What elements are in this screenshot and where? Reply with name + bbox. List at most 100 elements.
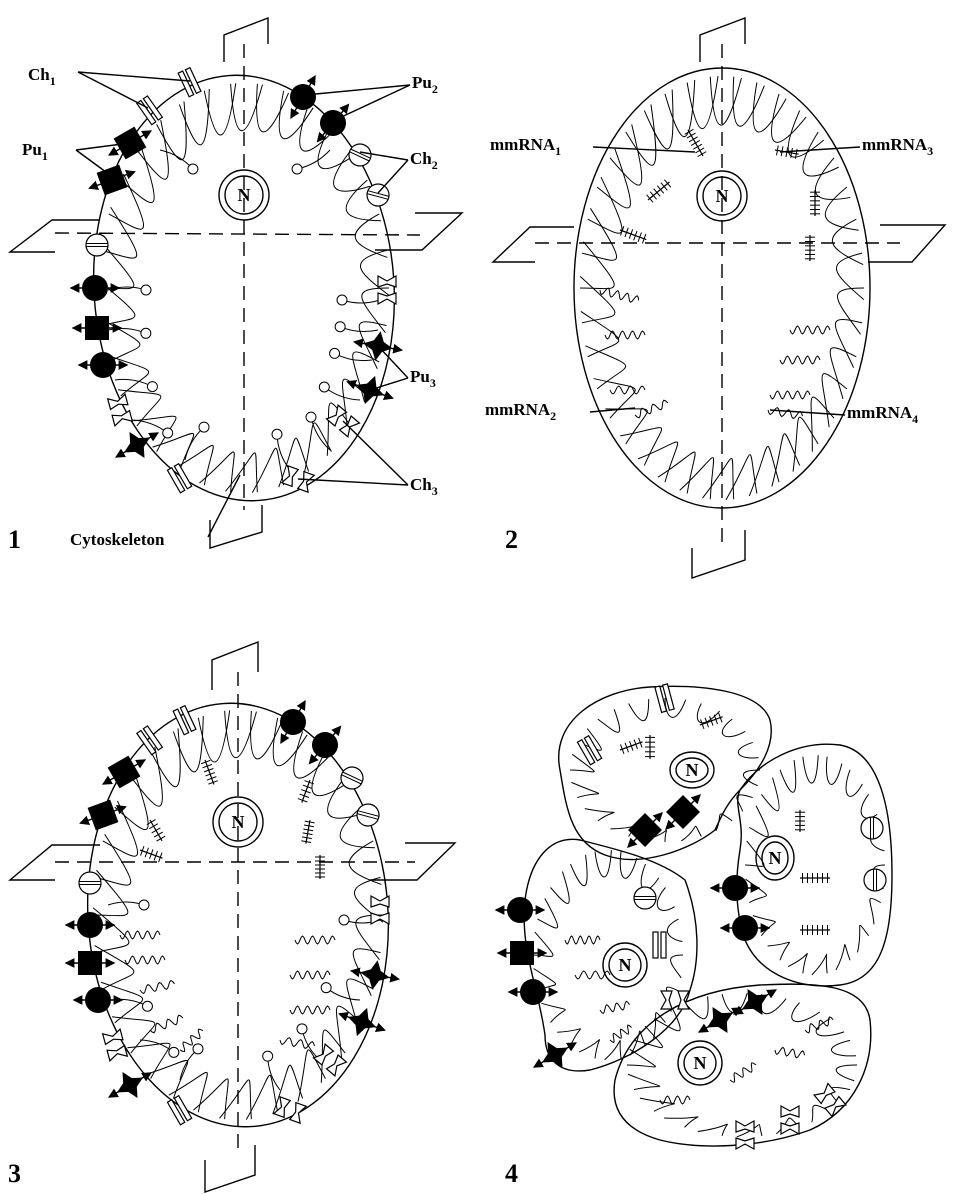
panel-number-1: 1	[8, 525, 21, 554]
label-mmrna1: mmRNA1	[490, 135, 561, 158]
cytoskeleton-loop	[803, 755, 818, 783]
cytoskeleton-loop	[664, 1117, 698, 1128]
cytoskeleton-loop	[722, 993, 747, 1013]
star-pump	[102, 1060, 159, 1110]
square-pump	[73, 316, 121, 340]
nucleus: N	[670, 752, 714, 788]
panel-number-2: 2	[505, 525, 518, 554]
cytoskeleton-loop	[644, 89, 673, 149]
cytoskeleton-loop	[836, 945, 850, 970]
nucleus: N	[603, 943, 647, 987]
round-pump	[711, 875, 759, 901]
panel-number-4: 4	[505, 1159, 518, 1188]
cytoskeleton-loop	[95, 834, 130, 885]
panel-number-3: 3	[8, 1159, 21, 1188]
cell-membrane-left	[524, 839, 697, 1071]
bowtie-channel	[274, 1097, 306, 1123]
star-pump	[109, 420, 166, 470]
cytoskeleton-loop	[541, 1003, 565, 1022]
cytoskeleton-loop	[826, 757, 841, 785]
cytoskeleton-loop	[803, 132, 839, 176]
disc-channel	[79, 872, 101, 894]
cytoskeleton-loop	[579, 1040, 599, 1059]
nucleus-label: N	[238, 185, 251, 205]
cytoskeleton-loop	[836, 253, 863, 299]
cytoskeleton-strand	[160, 150, 193, 169]
nuclei: N N N N	[603, 752, 794, 1085]
mrna-coil	[290, 971, 330, 979]
cytoskeleton-loop	[179, 89, 209, 145]
star-pump	[349, 956, 401, 994]
cytoskeleton-strand	[297, 150, 330, 169]
round-pump	[509, 979, 557, 1005]
mrna-coil	[600, 1001, 630, 1013]
mrna-coil	[805, 1017, 833, 1033]
cytoskeleton-loop	[580, 242, 614, 289]
label-pu1: Pu1	[22, 140, 48, 163]
cytoskeleton-strand	[342, 300, 380, 303]
label-mmrna2: mmRNA2	[485, 400, 556, 423]
round-pump	[721, 915, 769, 941]
cytoskeleton-loop	[658, 452, 695, 493]
label-pu2: Pu2	[412, 73, 438, 96]
cytoskeleton-loop	[733, 77, 764, 127]
cytoskeleton-loop	[793, 417, 818, 471]
mrna-coil	[295, 936, 335, 944]
cytoskeleton-loop	[585, 809, 614, 821]
cytoskeleton-loop	[626, 104, 656, 165]
square-pump	[85, 161, 138, 200]
label-cytoskeleton: Cytoskeleton	[70, 530, 165, 549]
mrna-clusters	[565, 713, 833, 1104]
cytoskeleton-loop	[710, 77, 741, 125]
cytoskeleton-loop	[605, 1040, 621, 1060]
cytoskeleton-loop	[588, 177, 622, 233]
cytoskeleton-loop	[761, 778, 779, 811]
mrna-coil	[140, 980, 174, 993]
nucleus-label: N	[694, 1053, 707, 1073]
label-ch3: Ch3	[410, 475, 438, 498]
round-pump	[308, 96, 359, 149]
mrna-comb	[620, 230, 646, 240]
cytoskeleton-loop	[640, 1098, 675, 1111]
mrna-coil	[790, 326, 830, 334]
cytoskeleton-loop	[746, 879, 767, 902]
disc-channel	[86, 234, 108, 256]
axis-planes	[493, 18, 945, 578]
nucleus: N	[756, 836, 794, 880]
cytoskeleton-loop	[703, 458, 734, 499]
cytoskeleton-strand	[185, 427, 204, 460]
cytoskeleton-loop	[585, 346, 625, 389]
star-pump	[692, 995, 749, 1045]
mrna-coil	[768, 408, 802, 419]
cytoskeleton-loop	[620, 428, 661, 466]
cytoskeleton-loop	[193, 1079, 228, 1119]
cytoskeleton-loop	[681, 826, 701, 841]
cytoskeleton-loop	[835, 319, 862, 367]
mrna-coil	[605, 331, 645, 339]
mrna-coil	[290, 1006, 330, 1014]
cytoskeleton-loop	[788, 953, 807, 973]
panel-1: N Ch1 Pu1 Pu2 Ch2 Pu3 Ch3 Cytoskeleton 1	[8, 18, 462, 554]
square-pump	[620, 805, 671, 856]
square-pump	[658, 787, 709, 838]
cytoskeleton-loop	[861, 794, 877, 818]
cytoskeleton-loop	[811, 397, 834, 452]
mrna-coil	[610, 1025, 632, 1042]
cytoskeleton-loop	[571, 855, 588, 886]
round-pump	[66, 912, 114, 938]
mrna-comb	[205, 760, 214, 784]
label-mmrna4: mmRNA4	[847, 403, 918, 426]
cytoskeleton-loop	[726, 455, 757, 500]
cytoskeleton-loop	[147, 1060, 188, 1098]
cytoskeleton-loop	[665, 80, 695, 137]
nucleus-label: N	[716, 186, 729, 206]
cytoskeleton-loop	[680, 458, 714, 500]
mrna-comb	[648, 182, 669, 200]
disc-channel	[864, 869, 886, 891]
cytoskeleton-loop	[768, 942, 790, 960]
bowtie-channel	[781, 1106, 799, 1134]
mrna-coil	[730, 1063, 756, 1082]
cytoskeleton-loop	[780, 760, 796, 792]
cytoskeleton-loop	[816, 1019, 844, 1036]
